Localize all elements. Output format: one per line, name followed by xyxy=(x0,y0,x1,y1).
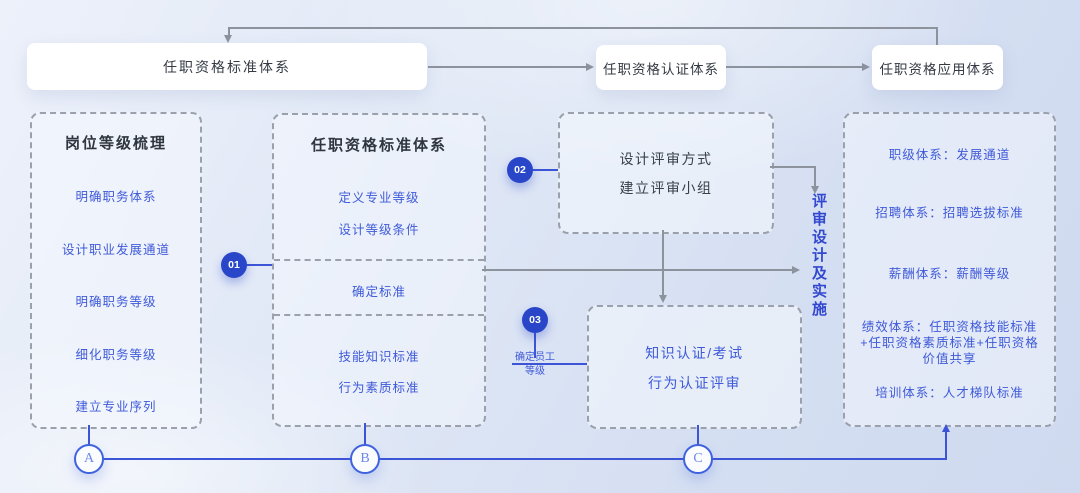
step-badge-01: 01 xyxy=(221,252,247,278)
flow-box-apply-system: 任职资格应用体系 xyxy=(872,45,1003,90)
step-badge-02-label: 02 xyxy=(514,164,526,176)
flow-box-standard-label: 任职资格标准体系 xyxy=(163,58,291,75)
timeline-circle-b-label: B xyxy=(360,451,370,466)
timeline-right-riser xyxy=(945,432,947,459)
panel-apply-item: 绩效体系：任职资格技能标准+任职资格素质标准+任职资格价值共享 xyxy=(860,320,1039,366)
elbow-review-horizontal xyxy=(770,166,816,168)
badge-02-connector xyxy=(533,169,558,171)
timeline-base-line xyxy=(89,458,947,460)
timeline-circle-a-label: A xyxy=(83,451,95,466)
flow-box-certify-system: 任职资格认证体系 xyxy=(596,45,726,90)
panel-apply-system: 职级体系：发展通道 招聘体系：招聘选拔标准 薪酬体系：薪酬等级 绩效体系：任职资… xyxy=(843,112,1056,427)
box-review-line2: 建立评审小组 xyxy=(619,180,713,196)
step-badge-03: 03 xyxy=(522,307,548,333)
panel-standard-item: 行为素质标准 xyxy=(338,381,420,395)
arrow-standard-to-certify xyxy=(428,66,586,68)
timeline-circle-a: A xyxy=(74,444,104,474)
timeline-stub-a xyxy=(88,425,90,445)
panel-apply-item: 培训体系：人才梯队标准 xyxy=(875,386,1024,400)
timeline-circle-c-label: C xyxy=(693,451,703,466)
panel-apply-item: 职级体系：发展通道 xyxy=(888,148,1011,162)
panel-apply-item: 招聘体系：招聘选拔标准 xyxy=(875,206,1024,220)
panel-post-grade-item: 设计职业发展通道 xyxy=(61,243,170,257)
panel-post-grade-item: 明确职务等级 xyxy=(75,295,157,309)
panel-standard-divider xyxy=(274,259,484,261)
panel-post-grade-item: 细化职务等级 xyxy=(75,348,157,362)
box-review-line1: 设计评审方式 xyxy=(619,151,713,167)
feedback-line-horizontal xyxy=(228,27,938,29)
panel-post-grade-item: 明确职务体系 xyxy=(75,190,157,204)
box-cert-line1: 知识认证/考试 xyxy=(645,345,744,361)
panel-post-grade-item: 建立专业序列 xyxy=(75,400,157,414)
connector-cert-arrowhead-icon xyxy=(658,295,667,303)
box-certification: 知识认证/考试 行为认证评审 xyxy=(587,305,802,429)
arrowhead-to-apply-icon xyxy=(862,62,870,71)
arrowhead-to-certify-icon xyxy=(586,62,594,71)
badge-03-drop xyxy=(534,333,536,358)
badge-01-connector xyxy=(247,264,272,266)
panel-standard-item: 技能知识标准 xyxy=(338,350,420,364)
timeline-arrowhead-up-icon xyxy=(941,424,950,432)
feedback-line-left-drop xyxy=(228,27,230,36)
badge-03-caption-line1: 确定员工 xyxy=(515,352,555,363)
vertical-label-review-design-impl: 评审设计及实施 xyxy=(810,193,827,319)
arrow-standard-to-review-impl xyxy=(482,269,792,271)
connector-review-to-cert xyxy=(662,230,664,296)
feedback-line-right-riser xyxy=(936,27,938,46)
elbow-review-arrowhead-icon xyxy=(810,186,819,194)
panel-standard-item: 确定标准 xyxy=(351,285,406,299)
panel-standard-divider xyxy=(274,314,484,316)
panel-standard-system: 任职资格标准体系 定义专业等级 设计等级条件 确定标准 技能知识标准 行为素质标… xyxy=(272,113,486,427)
timeline-circle-c: C xyxy=(683,444,713,474)
feedback-arrowhead-down-icon xyxy=(224,35,232,43)
flow-box-certify-label: 任职资格认证体系 xyxy=(603,61,719,77)
timeline-stub-c xyxy=(697,425,699,445)
step-badge-02: 02 xyxy=(507,157,533,183)
panel-standard-title: 任职资格标准体系 xyxy=(310,137,447,154)
timeline-circle-b: B xyxy=(350,444,380,474)
panel-apply-item: 薪酬体系：薪酬等级 xyxy=(888,267,1011,281)
badge-03-connector xyxy=(512,363,587,365)
box-cert-line2: 行为认证评审 xyxy=(648,375,741,391)
box-review-design: 设计评审方式 建立评审小组 xyxy=(558,112,774,234)
flow-box-standard-system: 任职资格标准体系 xyxy=(27,43,427,90)
panel-standard-item: 设计等级条件 xyxy=(338,223,420,237)
elbow-review-vertical xyxy=(814,166,816,186)
arrowhead-review-impl-icon xyxy=(792,265,800,274)
panel-post-grade-sorting: 岗位等级梳理 明确职务体系 设计职业发展通道 明确职务等级 细化职务等级 建立专… xyxy=(30,112,202,429)
step-badge-01-label: 01 xyxy=(228,259,240,271)
timeline-stub-b xyxy=(364,423,366,445)
flow-box-apply-label: 任职资格应用体系 xyxy=(879,61,996,77)
panel-standard-item: 定义专业等级 xyxy=(338,191,420,205)
arrow-certify-to-apply xyxy=(726,66,862,68)
panel-post-grade-title: 岗位等级梳理 xyxy=(64,135,167,152)
step-badge-03-label: 03 xyxy=(529,314,541,326)
badge-03-caption-line2: 等级 xyxy=(525,366,545,377)
